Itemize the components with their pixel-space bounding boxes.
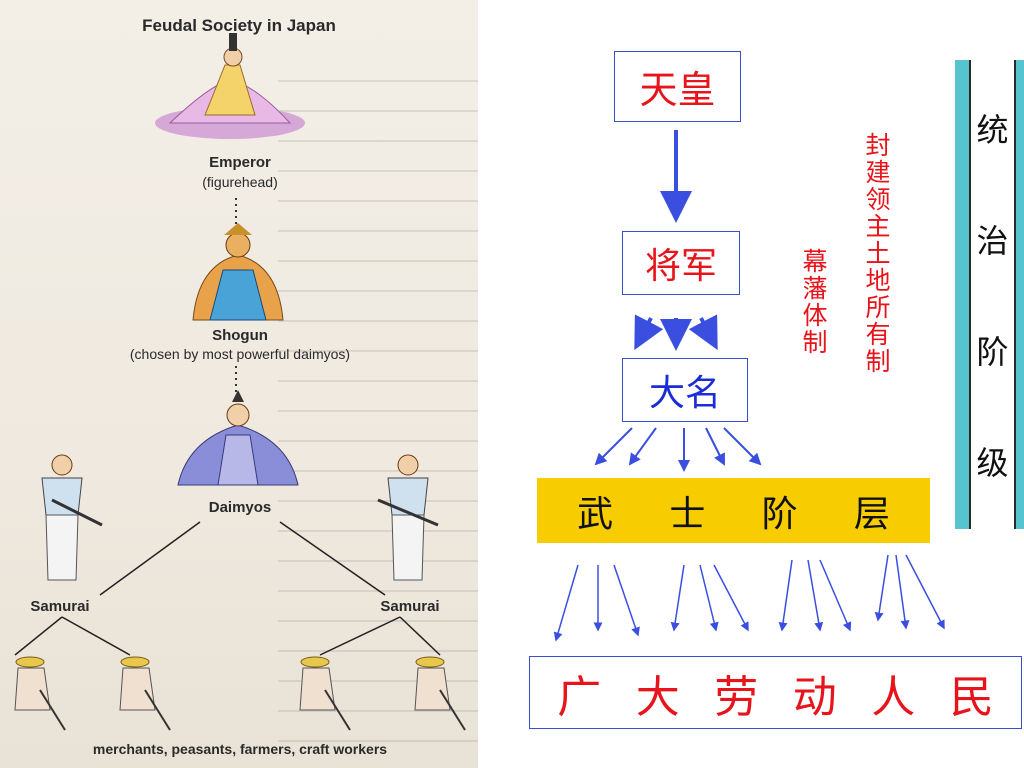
people-char: 动: [792, 671, 837, 723]
ruling-char: 级: [976, 444, 1009, 483]
people-char: 大: [635, 671, 680, 723]
people-char: 广: [557, 671, 602, 723]
shogun-box: 将军: [622, 231, 740, 295]
shogun-figure: [192, 223, 284, 321]
people-char: 人: [871, 671, 916, 723]
daimyo-box: 大名: [622, 358, 748, 422]
emperor-caption: Emperor: [209, 154, 271, 171]
commoner-figures: [14, 656, 466, 731]
arrows-samurai-people: [553, 554, 945, 642]
daimyo-label: 大名: [648, 373, 721, 414]
textbook-illustration: Feudal Society in Japan: [0, 0, 478, 768]
shogun-label: 将军: [644, 246, 717, 287]
arrows-daimyo-samurai: [594, 427, 762, 472]
arrows-shogun-daimyo: [634, 314, 718, 351]
ruling-char: 阶: [976, 333, 1009, 372]
commoners-caption: merchants, peasants, farmers, craft work…: [92, 741, 388, 757]
feudal-land-ownership-label: 封建领主土地所有制: [862, 132, 891, 375]
samurai-char: 层: [853, 493, 890, 535]
people-char: 民: [949, 671, 994, 723]
illustration-figures: [14, 33, 466, 731]
samurai-left-caption: Samurai: [30, 598, 90, 615]
shogun-subcaption: (chosen by most powerful daimyos): [129, 346, 351, 362]
background-text-texture: [278, 60, 478, 760]
daimyos-caption: Daimyos: [208, 499, 272, 516]
daimyo-figure: [177, 390, 299, 486]
emperor-label: 天皇: [639, 68, 716, 112]
laboring-people-box: 广 大 劳 动 人 民: [529, 656, 1022, 729]
samurai-char: 武: [577, 493, 614, 535]
emperor-subcaption: (figurehead): [202, 174, 278, 190]
samurai-char: 阶: [761, 493, 798, 535]
ruling-class-bar: 统 治 阶 级: [955, 60, 1024, 529]
ruling-class-column: 统 治 阶 级: [969, 60, 1016, 529]
shogun-caption: Shogun: [212, 327, 268, 344]
people-char: 劳: [714, 671, 759, 723]
samurai-char: 士: [669, 493, 706, 535]
shogunate-system-label: 幕藩体制: [799, 248, 828, 356]
ruling-char: 治: [976, 221, 1009, 260]
hierarchy-lines: [14, 521, 441, 656]
ruling-char: 统: [976, 110, 1009, 149]
samurai-figure-left: [41, 454, 103, 581]
samurai-right-caption: Samurai: [380, 598, 440, 615]
samurai-class-bar: 武 士 阶 层: [537, 478, 930, 543]
illustration-title: Feudal Society in Japan: [142, 16, 336, 35]
emperor-box: 天皇: [614, 51, 741, 122]
emperor-figure: [155, 33, 305, 139]
samurai-figure-right: [377, 454, 439, 581]
